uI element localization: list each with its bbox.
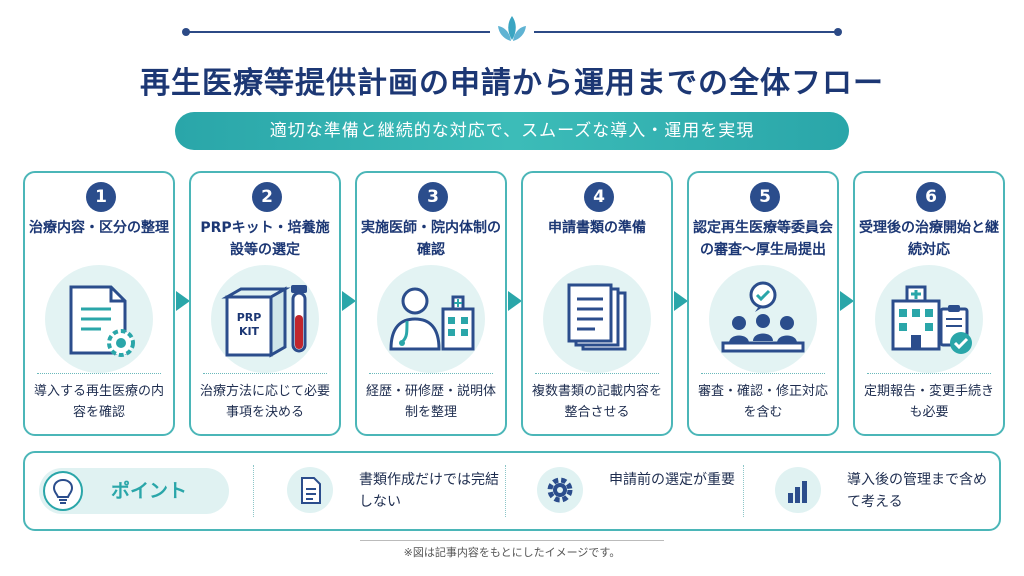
step-description: 複数書類の記載内容を整合させる [531,384,662,420]
step-card-5: 5 認定再生医療等委員会の審査〜厚生局提出 審査・確認・修正対応を含む [687,171,839,436]
step-card-6: 6 受理後の治療開始と継続対応 定期報告・変更手続きも必要 [853,171,1005,436]
flow-arrow-icon [840,291,854,311]
flow-arrow-icon [508,291,522,311]
points-label-pill: ポイント [39,468,229,514]
document-gear-icon [45,265,153,373]
step-title: 実施医師・院内体制の確認 [361,220,501,258]
step-number: 2 [252,182,282,212]
doctor-hospital-icon [377,265,485,373]
flow-arrow-icon [674,291,688,311]
step-title: PRPキット・培養施設等の選定 [200,220,330,258]
step-number: 4 [584,182,614,212]
step-title: 受理後の治療開始と継続対応 [859,220,999,258]
hospital-clipboard-icon [875,265,983,373]
step-title: 申請書類の準備 [548,220,646,236]
step-card-2: 2 PRPキット・培養施設等の選定 PRP KIT 治療方法に応じて必要事項を決… [189,171,341,436]
svg-text:PRP: PRP [237,311,262,324]
committee-meeting-icon [709,265,817,373]
subtitle-banner: 適切な準備と継続的な対応で、スムーズな導入・運用を実現 [175,112,849,150]
step-description: 導入する再生医療の内容を確認 [33,384,164,420]
bar-chart-icon [775,467,821,513]
top-decoration [0,14,1024,44]
step-card-4: 4 申請書類の準備 複数書類の記載内容を整合させる [521,171,673,436]
page-title: 再生医療等提供計画の申請から運用までの全体フロー [140,66,884,101]
step-description: 定期報告・変更手続きも必要 [863,384,994,420]
lightbulb-icon [43,471,83,511]
documents-stack-icon [543,265,651,373]
point-text: 書類作成だけでは完結しない [359,472,499,510]
step-number: 1 [86,182,116,212]
step-card-3: 3 実施医師・院内体制の確認 経歴・研修歴・説明体制を整理 [355,171,507,436]
points-panel: ポイント 書類作成だけでは完結しない 申請前の選定が重要 [23,451,1001,531]
step-description: 審査・確認・修正対応を含む [697,384,828,420]
point-text: 申請前の選定が重要 [609,472,735,488]
step-description: 経歴・研修歴・説明体制を整理 [365,384,496,420]
prp-kit-tube-icon: PRP KIT [211,265,319,373]
step-description: 治療方法に応じて必要事項を決める [199,384,330,420]
points-label: ポイント [111,480,188,502]
step-title: 認定再生医療等委員会の審査〜厚生局提出 [693,220,833,258]
footer-note: ※図は記事内容をもとにしたイメージです。 [403,546,621,559]
step-card-1: 1 治療内容・区分の整理 導入する再生医療の内容を確認 [23,171,175,436]
svg-text:KIT: KIT [239,325,260,338]
point-text: 導入後の管理まで含めて考える [847,472,987,510]
flow-arrow-icon [176,291,190,311]
step-title: 治療内容・区分の整理 [29,220,169,236]
gear-icon [537,467,583,513]
document-icon [287,467,333,513]
step-number: 6 [916,182,946,212]
step-number: 3 [418,182,448,212]
step-number: 5 [750,182,780,212]
leaf-logo-icon [498,16,526,41]
flow-arrow-icon [342,291,356,311]
